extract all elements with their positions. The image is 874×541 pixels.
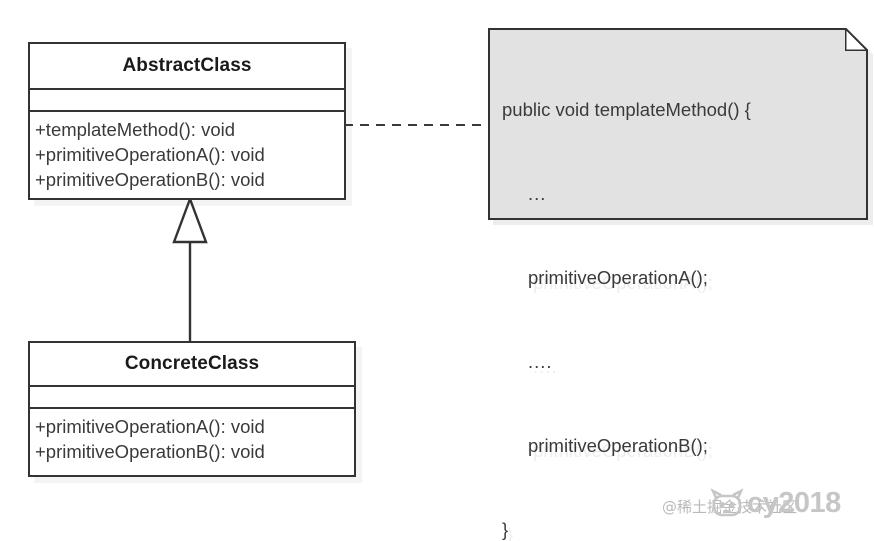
class-attributes-abstractclass xyxy=(30,88,344,110)
generalization-svg xyxy=(172,195,208,344)
note-anchor-svg xyxy=(344,124,492,126)
method-item: +primitiveOperationA(): void xyxy=(35,144,265,165)
method-item: +primitiveOperationA(): void xyxy=(35,416,265,437)
class-attributes-concreteclass xyxy=(30,385,354,407)
note-line: primitiveOperationA(); xyxy=(528,267,708,288)
note-line: ... xyxy=(528,183,547,204)
note-line: .... xyxy=(528,351,553,372)
class-methods-abstractclass: +templateMethod(): void +primitiveOperat… xyxy=(30,110,344,199)
method-item: +primitiveOperationB(): void xyxy=(35,441,265,462)
note-anchor-connector xyxy=(344,117,492,133)
note-line: } xyxy=(502,519,509,540)
class-box-concreteclass[interactable]: ConcreteClass +primitiveOperationA(): vo… xyxy=(28,341,356,477)
method-item: +primitiveOperationB(): void xyxy=(35,169,265,190)
generalization-connector xyxy=(160,195,220,346)
hollow-triangle-arrowhead xyxy=(172,195,208,244)
note-code-text: public void templateMethod() { ... primi… xyxy=(502,40,858,541)
class-box-abstractclass[interactable]: AbstractClass +templateMethod(): void +p… xyxy=(28,42,346,200)
method-item: +templateMethod(): void xyxy=(35,119,236,140)
note-box[interactable]: public void templateMethod() { ... primi… xyxy=(488,28,868,540)
class-name-concreteclass: ConcreteClass xyxy=(124,353,260,374)
note-shape xyxy=(488,28,868,220)
note-line: primitiveOperationB(); xyxy=(528,435,708,456)
class-methods-concreteclass: +primitiveOperationA(): void +primitiveO… xyxy=(30,407,354,471)
class-name-abstractclass: AbstractClass xyxy=(122,55,252,76)
note-line: public void templateMethod() { xyxy=(502,99,751,120)
